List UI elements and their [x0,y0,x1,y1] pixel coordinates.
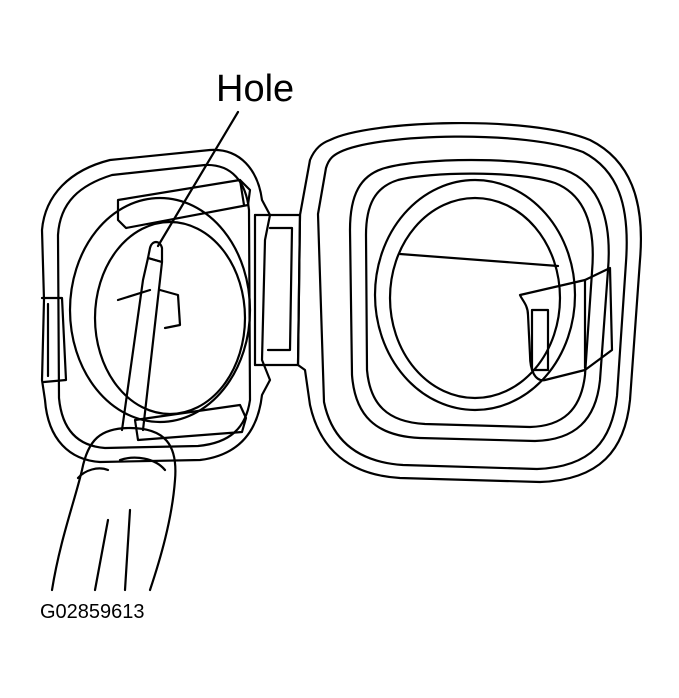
hole-leader-line [156,110,240,248]
door-shading-line [398,252,560,268]
figure-id: G02859613 [40,601,145,623]
screwdriver-shaft [120,256,164,432]
door-latch [518,266,614,382]
housing-outer-edge [40,148,272,464]
filler-opening-housing [40,148,272,464]
door-recess-outer [373,178,577,412]
screwdriver-tip [146,240,164,264]
screwdriver-handle [50,426,177,592]
filler-neck-inner [93,220,247,416]
door-outer-edge-inner [316,135,628,471]
door-latch-slot [530,308,550,372]
door-hinge [253,213,302,367]
filler-neck-outer [68,196,252,424]
housing-left-tab [40,296,68,384]
filler-door [296,121,642,484]
screwdriver-handle-ridges [76,456,167,592]
door-seal-outer [348,158,610,443]
hole-callout-label: Hole [216,68,295,110]
door-recess-inner [388,196,562,400]
housing-inner-edge [56,163,252,450]
door-seal-inner [364,172,594,429]
door-outer-edge [296,121,642,484]
housing-bottom-clip [133,403,248,442]
